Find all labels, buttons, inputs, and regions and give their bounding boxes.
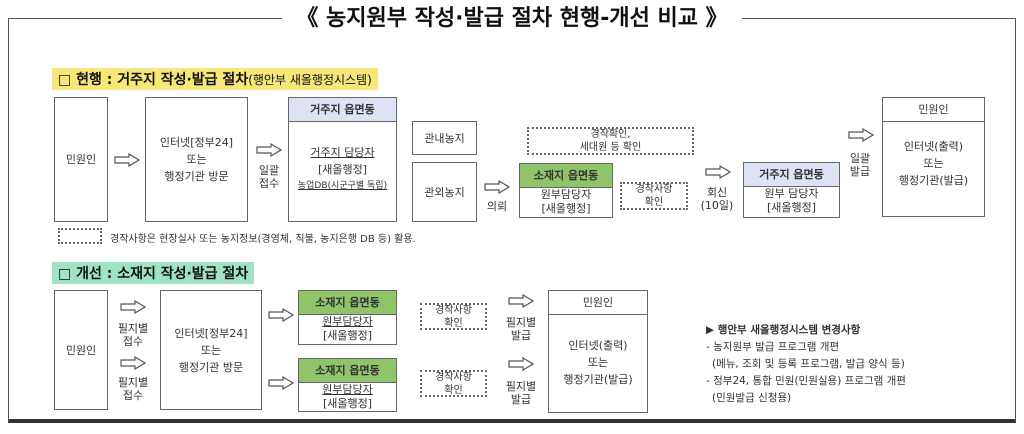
residence-office-box-2: 거주지 읍면동 원부 담당자 [새올행정] xyxy=(743,162,840,218)
legend-text: 경작사항은 현장실사 또는 농지정보(경영체, 직불, 농지은행 DB 등) 활… xyxy=(110,234,416,245)
arrow-icon xyxy=(268,308,294,322)
arrow-icon xyxy=(120,300,146,314)
applicant-box: 민원인 xyxy=(54,290,108,410)
location-office-box: 소재지 읍면동 원부담당자 [새올행정] xyxy=(298,290,397,345)
location-office-box: 소재지 읍면동 원부담당자 [새올행정] xyxy=(519,163,613,218)
arrow-icon xyxy=(484,180,510,194)
arrow-icon xyxy=(120,356,146,370)
result-box: 민원인 인터넷(출력) 또는 행정기관(발급) xyxy=(882,97,985,217)
page-title: 《 농지원부 작성·발급 절차 현행-개선 비교 》 xyxy=(0,0,1024,32)
out-area-farmland-box: 관외농지 xyxy=(412,162,477,222)
arrow-icon xyxy=(256,143,282,157)
change-notes: ▶ 행안부 새올행정시스템 변경사항 - 농지원부 발급 프로그램 개편 (메뉴… xyxy=(706,324,906,404)
arrow-icon xyxy=(705,165,731,179)
arrow-icon xyxy=(268,376,294,390)
legend-dotted-box xyxy=(58,228,102,244)
arrow-icon xyxy=(848,128,874,142)
arrow-icon xyxy=(508,294,534,308)
arrow-icon xyxy=(508,357,534,371)
section-header-improved: □ 개선 : 소재지 작성·발급 절차 xyxy=(52,262,255,284)
residence-office-box: 거주지 읍면동 거주지 담당자 [새올행정] 농업DB(시군구별 독립) xyxy=(288,97,397,222)
arrow-icon xyxy=(114,153,140,167)
request-label: 의뢰 xyxy=(486,200,508,213)
location-office-box-2: 소재지 읍면동 원부담당자 [새올행정] xyxy=(298,358,397,412)
result-box: 민원인 인터넷(출력) 또는 행정기관(발급) xyxy=(548,290,648,413)
check-note-box: 경작확인,세대원 등 확인 xyxy=(527,127,694,155)
in-area-farmland-box: 관내농지 xyxy=(412,121,477,155)
reply-label: 회신(10일) xyxy=(700,186,734,212)
applicant-box: 민원인 xyxy=(54,97,108,222)
section-header-current: □ 현행 : 거주지 작성·발급 절차(행안부 새올행정시스템) xyxy=(52,68,378,90)
